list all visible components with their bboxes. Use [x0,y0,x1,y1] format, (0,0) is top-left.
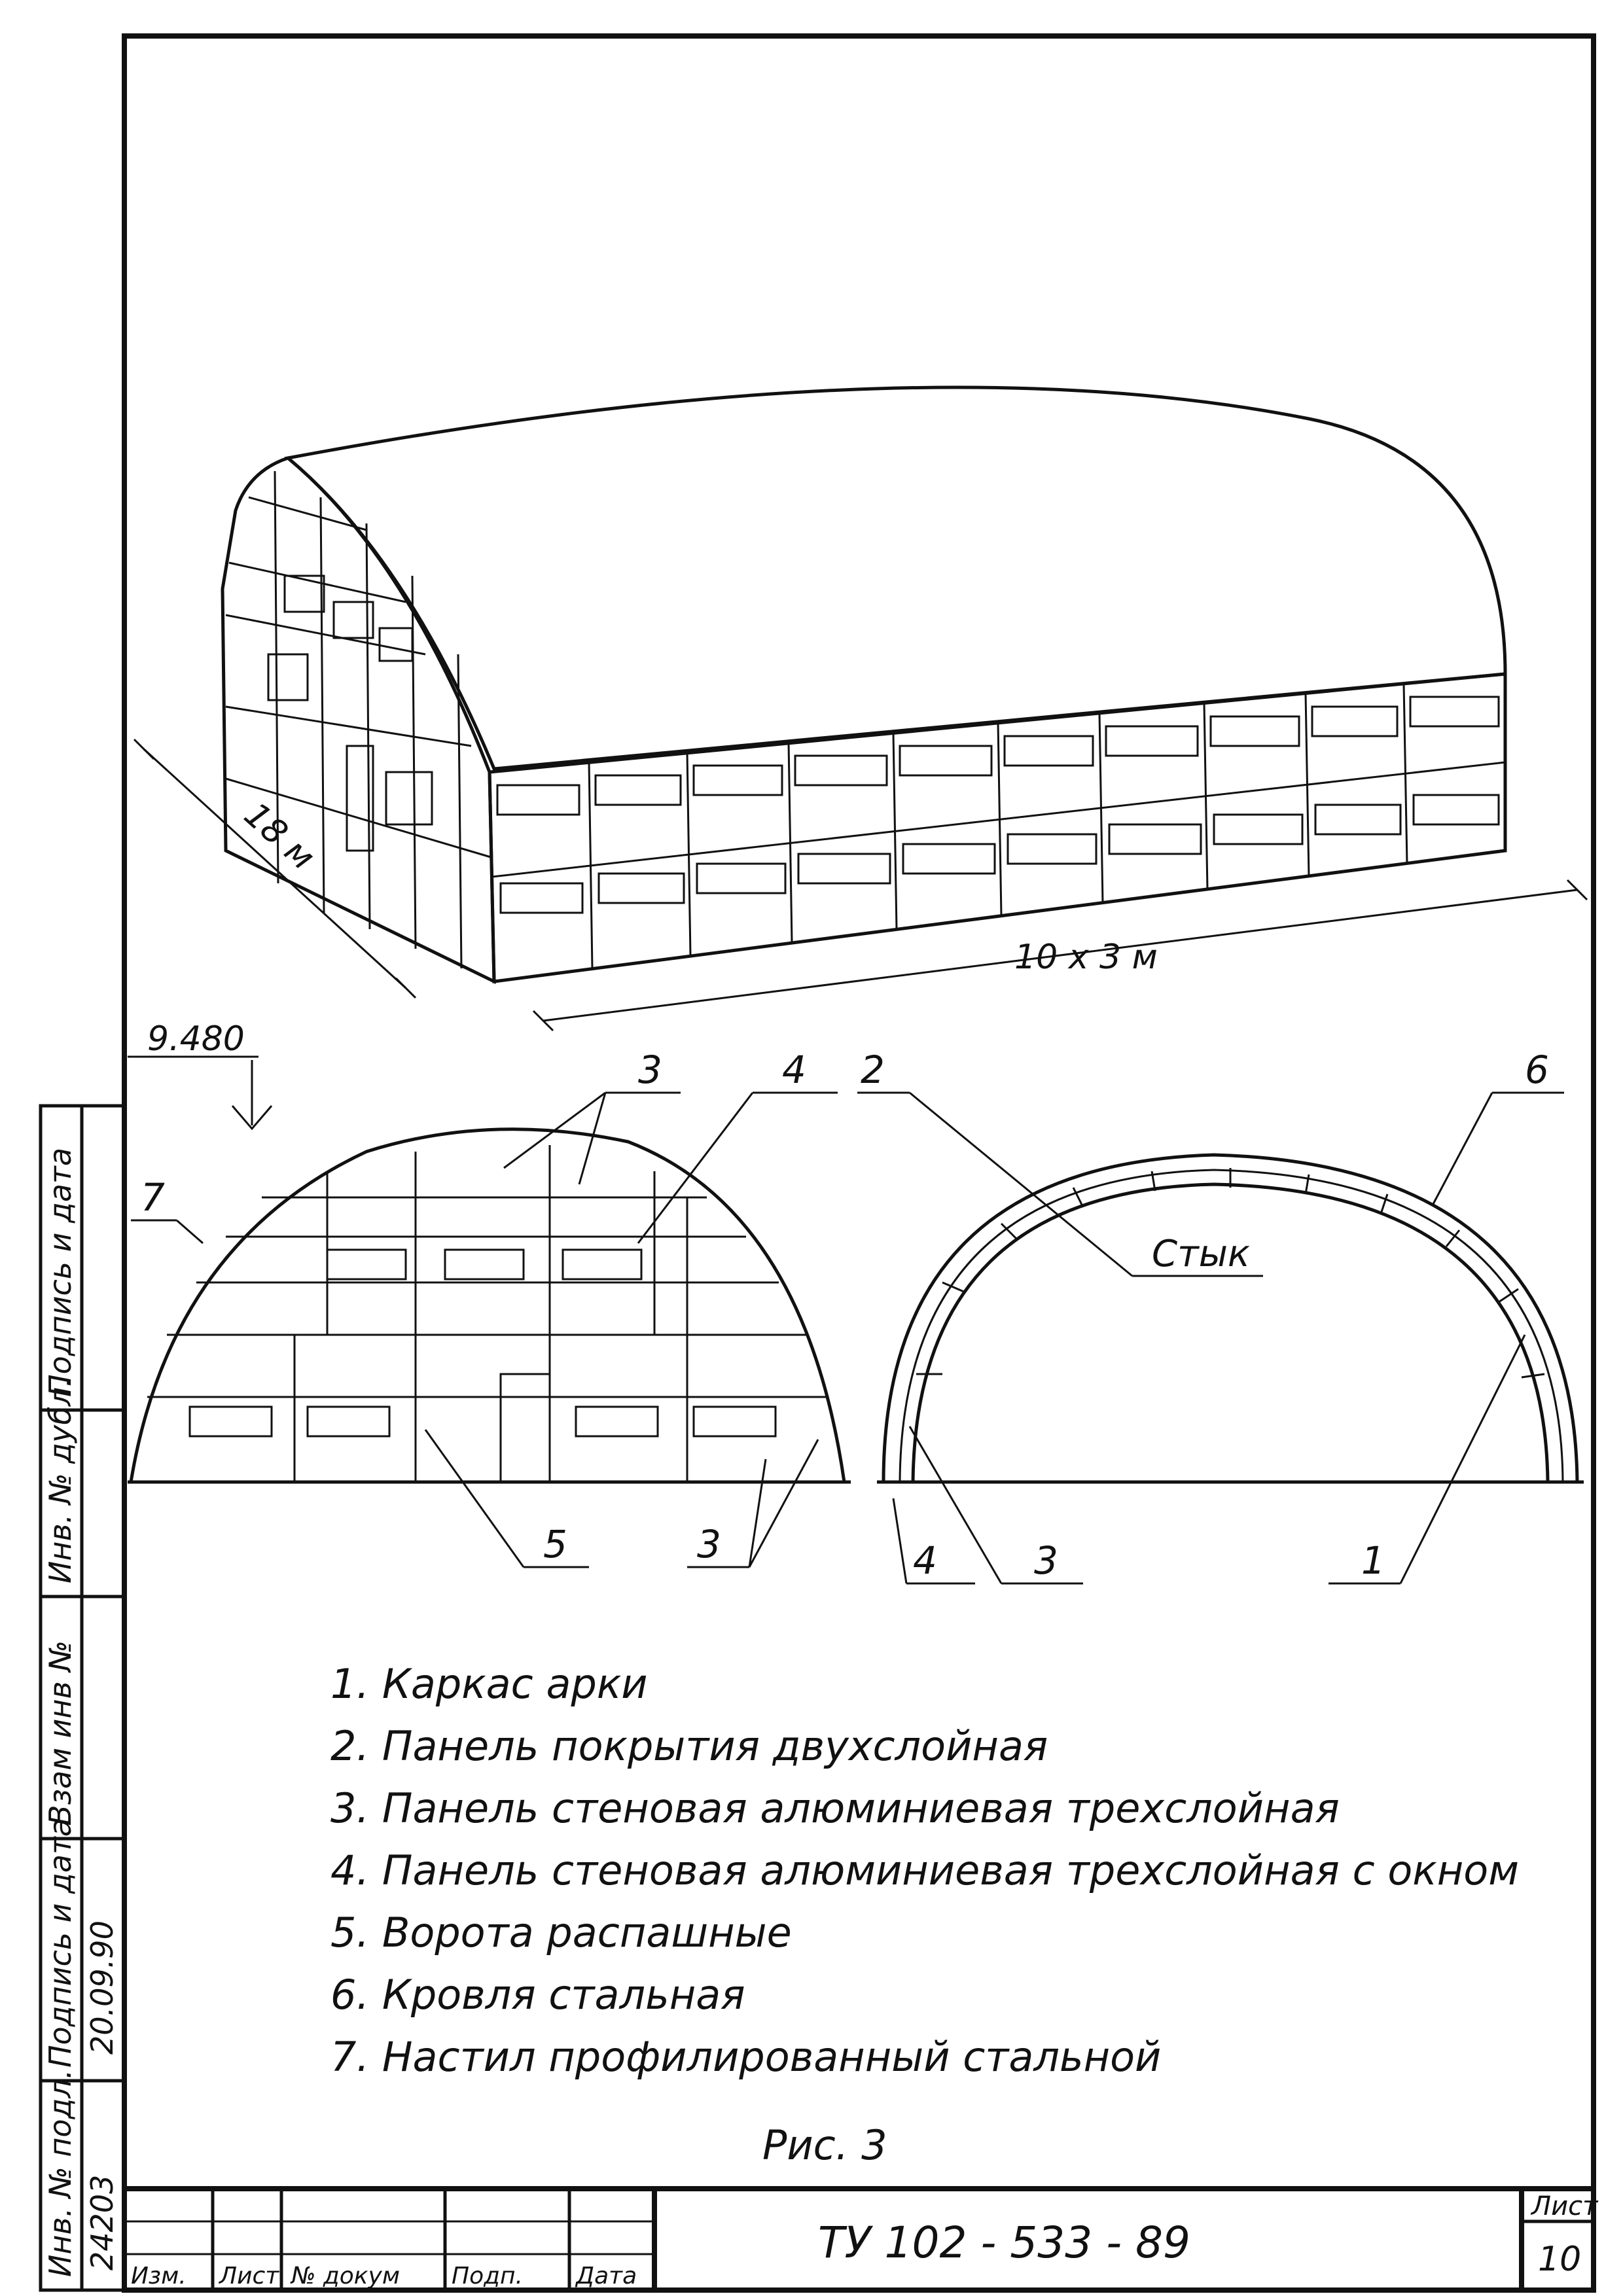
section-callout-3: 3 [1034,1538,1058,1583]
sheet-number: 10 [1538,2240,1581,2279]
front-callout-7: 7 [141,1175,165,1220]
sheet-label: Лист [1530,2191,1599,2221]
stamp-col-data: Дата [575,2263,637,2289]
front-callout-3b: 3 [697,1522,721,1566]
margin-cell-1: Инв. № подл. [43,2070,78,2277]
front-callout-4: 4 [782,1048,806,1092]
margin-cell-2: Подпись и дата [43,1818,78,2068]
front-callout-3: 3 [638,1048,662,1092]
elevation-mark: 9.480 [147,1019,245,1059]
section-callout-4: 4 [913,1538,937,1583]
legend-item-1: 1. Каркас арки [330,1660,648,1708]
front-callout-5: 5 [543,1522,567,1566]
joint-label: Стык [1152,1233,1250,1275]
cross-section: 2 6 4 3 1 Стык [857,1048,1584,1585]
dim-width-label: 18 м [236,795,322,877]
stamp-col-list: Лист [218,2263,279,2289]
figure-caption: Рис. 3 [762,2121,887,2169]
margin-inv-number: 24203 [84,2175,120,2270]
dim-length-label: 10 x 3 м [1014,938,1158,977]
margin-cell-3: Взам инв № [43,1640,78,1826]
legend: 1. Каркас арки 2. Панель покрытия двухсл… [330,1660,1519,2081]
document-code: ТУ 102 - 533 - 89 [818,2217,1190,2268]
stamp-col-dokum: № докум [290,2263,400,2289]
stamp-col-podp: Подп. [452,2263,523,2289]
margin-sign-date: 20.09.90 [84,1920,120,2055]
perspective-view: 18 м 10 x 3 м [133,385,1588,1032]
section-callout-2: 2 [861,1048,885,1092]
legend-item-5: 5. Ворота распашные [330,1909,792,1956]
side-margin-stamp: Инв. № подл. Подпись и дата Взам инв № И… [39,1104,126,2292]
legend-item-7: 7. Настил профилированный стальной [330,2033,1161,2081]
front-elevation: 9.480 3 4 7 5 3 [128,1019,851,1568]
stamp-col-izm: Изм. [131,2263,187,2289]
legend-item-2: 2. Панель покрытия двухслойная [330,1722,1048,1770]
section-callout-6: 6 [1525,1048,1549,1092]
legend-item-3: 3. Панель стеновая алюминиевая трехслойн… [330,1784,1340,1832]
margin-cell-4: Инв. № дубл. [43,1377,78,1583]
legend-item-6: 6. Кровля стальная [330,1971,745,2019]
title-block: Изм. Лист № докум Подп. Дата ТУ 102 - 53… [122,2186,1599,2293]
margin-cell-5: Подпись и дата [43,1148,78,1397]
legend-item-4: 4. Панель стеновая алюминиевая трехслойн… [330,1846,1519,1894]
section-callout-1: 1 [1361,1538,1385,1583]
